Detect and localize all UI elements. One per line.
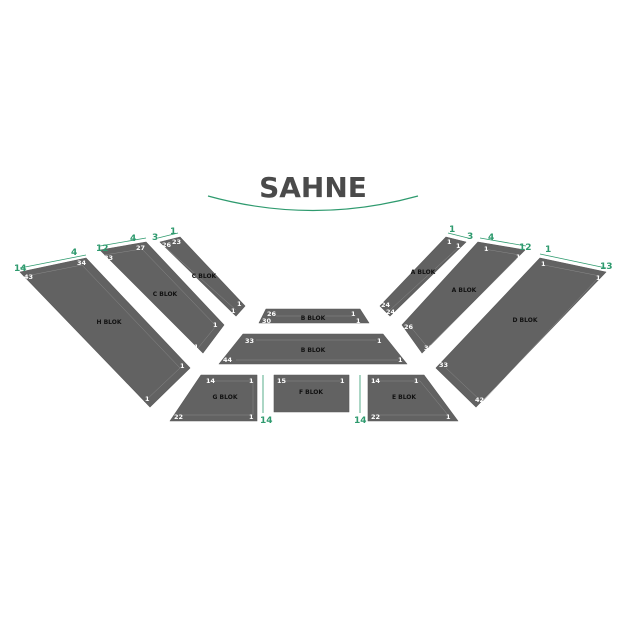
seat-number: 33 (104, 254, 113, 262)
seat-number: 26 (404, 323, 414, 331)
stage-title: SAHNE (259, 171, 367, 204)
block-label: C BLOK (192, 273, 217, 280)
seat-number: 22 (371, 413, 380, 421)
block-label: A BLOK (452, 287, 477, 294)
block-label: A BLOK (411, 269, 436, 276)
block-d[interactable]: 1 13 1 1 33 42 D BLOK (435, 245, 613, 408)
block-a-inner[interactable]: 1 3 1 1 24 24 A BLOK (379, 225, 473, 317)
seat-number: 43 (24, 273, 33, 281)
seat-number: 26 (162, 241, 172, 249)
block-label: D BLOK (512, 317, 537, 324)
seat-number: 1 (237, 300, 242, 308)
seat-number: 1 (145, 395, 150, 403)
row-number: 14 (260, 416, 273, 426)
seat-number: 1 (377, 337, 382, 345)
row-number: 3 (467, 232, 473, 242)
row-number: 14 (14, 264, 27, 274)
row-number: 1 (170, 227, 176, 237)
stage-arc (207, 195, 419, 212)
block-label: C BLOK (153, 291, 178, 298)
row-number: 12 (519, 243, 532, 253)
block-label: G BLOK (213, 394, 238, 401)
seat-number: 1 (398, 356, 403, 364)
seat-number: 14 (371, 377, 381, 385)
row-number: 4 (130, 234, 136, 244)
block-a-outer[interactable]: 4 12 1 1 26 31 A BLOK (401, 233, 532, 354)
block-c-outer[interactable]: 12 4 33 27 1 1 C BLOK (96, 234, 225, 354)
block-e[interactable]: 14 14 1 22 1 E BLOK (354, 374, 459, 426)
seat-number: 26 (267, 310, 277, 318)
seat-number: 34 (77, 259, 87, 267)
seat-number: 1 (231, 307, 236, 315)
block-g[interactable]: 14 14 1 22 1 G BLOK (169, 374, 273, 426)
row-number: 3 (152, 233, 158, 243)
seat-number: 33 (245, 337, 254, 345)
seat-number: 1 (414, 377, 419, 385)
row-number: 4 (488, 233, 494, 243)
seat-number: 1 (456, 242, 461, 250)
seat-number: 1 (249, 413, 254, 421)
seat-number: 42 (475, 396, 484, 404)
seat-number: 27 (136, 244, 145, 252)
seat-number: 44 (223, 356, 233, 364)
seat-number: 24 (386, 308, 396, 316)
block-label: F BLOK (299, 389, 323, 396)
row-number: 13 (600, 262, 613, 272)
stage: SAHNE (207, 171, 419, 212)
seat-number: 22 (174, 413, 183, 421)
seat-number: 1 (351, 310, 356, 318)
seat-number: 1 (180, 362, 185, 370)
block-label: E BLOK (392, 394, 416, 401)
seat-number: 30 (262, 317, 272, 325)
block-label: B BLOK (301, 315, 326, 322)
seat-number: 33 (439, 361, 448, 369)
row-number: 14 (354, 416, 367, 426)
seat-number: 24 (381, 301, 391, 309)
seat-number: 1 (213, 321, 218, 329)
seat-number: 15 (277, 377, 287, 385)
row-number: 1 (545, 245, 551, 255)
seat-number: 1 (194, 343, 199, 351)
row-number: 12 (96, 244, 109, 254)
block-h[interactable]: 14 4 43 34 1 1 H BLOK (14, 248, 191, 408)
seat-number: 1 (596, 274, 601, 282)
row-number: 4 (71, 248, 77, 258)
seat-number: 1 (356, 317, 361, 325)
seat-number: 31 (424, 344, 434, 352)
block-f[interactable]: 15 1 F BLOK (273, 374, 350, 413)
block-b-main[interactable]: 33 44 1 1 B BLOK (218, 333, 408, 365)
seat-number: 1 (484, 245, 489, 253)
block-c-inner[interactable]: 3 1 26 23 1 1 C BLOK (152, 227, 246, 317)
seat-number: 1 (516, 253, 521, 261)
seat-number: 14 (206, 377, 216, 385)
seat-number: 1 (541, 260, 546, 268)
block-b-top[interactable]: 26 30 1 1 B BLOK (258, 308, 370, 325)
seat-number: 23 (172, 238, 181, 246)
seat-number: 1 (446, 413, 451, 421)
block-label: B BLOK (301, 347, 326, 354)
row-number: 1 (449, 225, 455, 235)
seat-number: 1 (447, 238, 452, 246)
block-label: H BLOK (96, 319, 121, 326)
seat-number: 1 (340, 377, 345, 385)
seat-number: 1 (249, 377, 254, 385)
